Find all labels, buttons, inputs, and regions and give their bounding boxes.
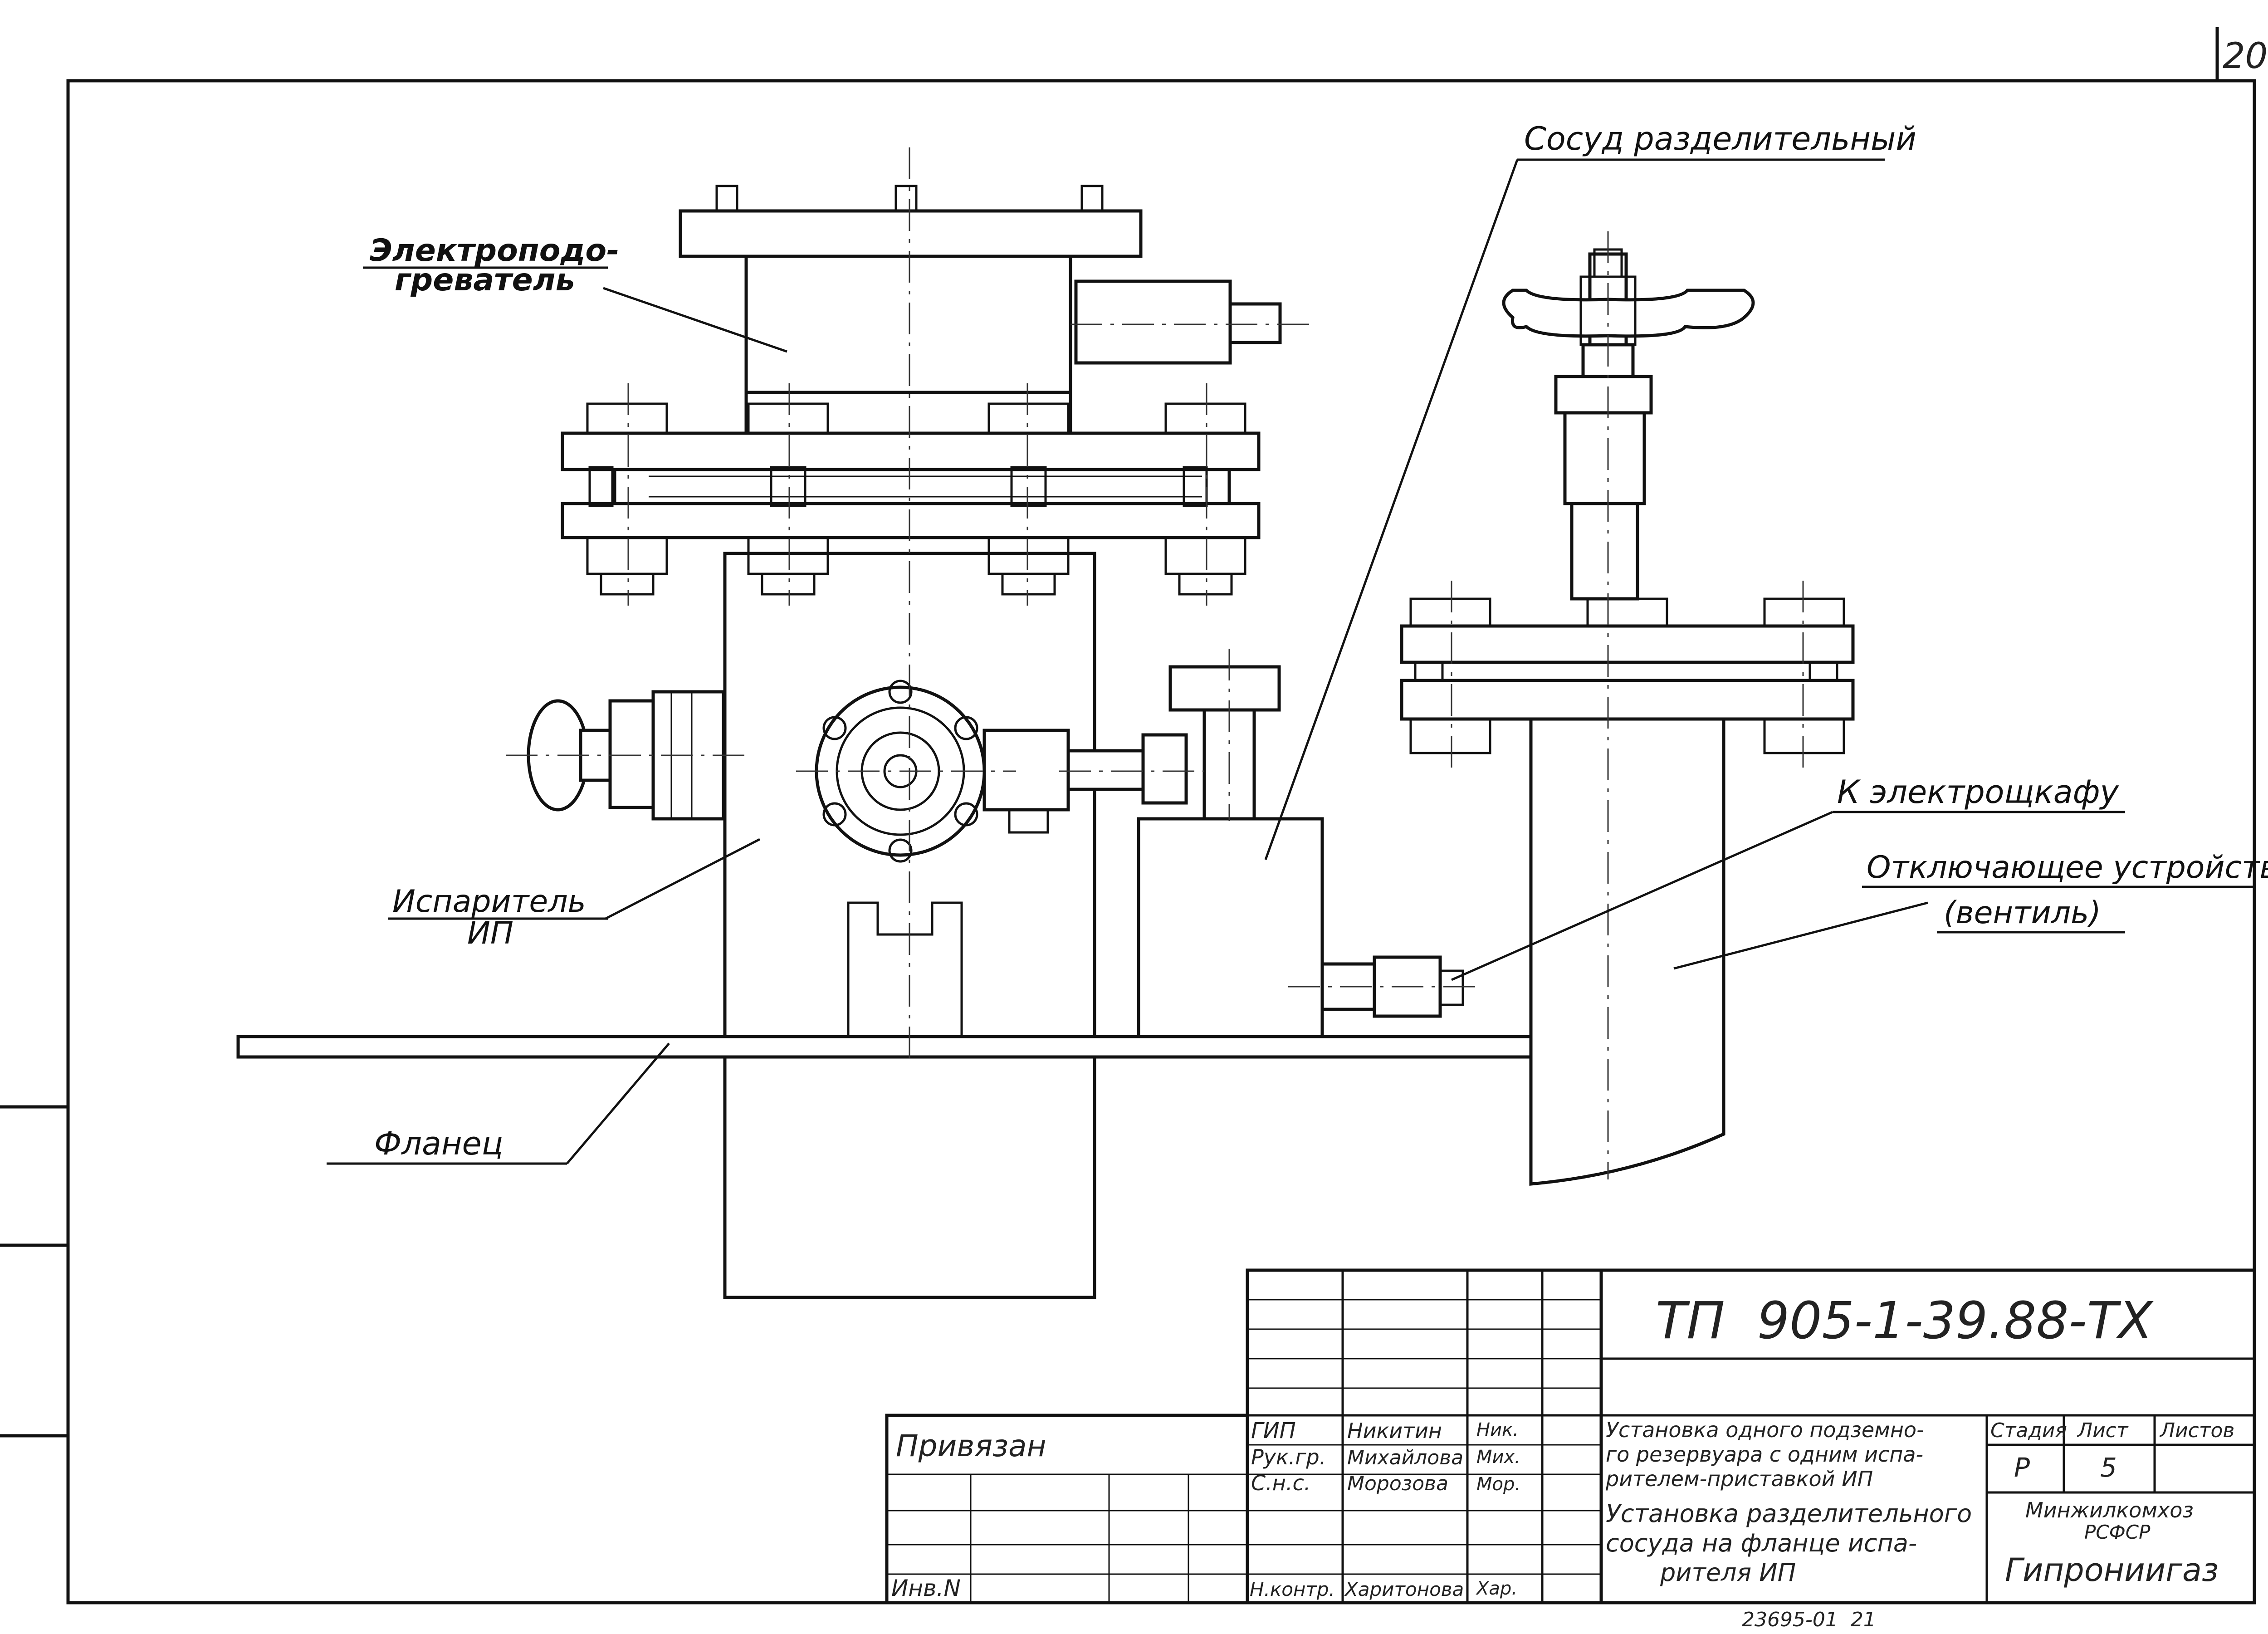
role-rukgr: Рук.гр.	[1251, 1445, 1326, 1469]
stage-value: Р	[2014, 1452, 2030, 1483]
title-block	[885, 1268, 2256, 1605]
drawing-designation: ТП 905-1-39.88-ТХ	[1656, 1292, 2154, 1350]
callout-to-cabinet-text: К электрощкафу	[1837, 773, 2119, 811]
name-gip: Никитин	[1347, 1419, 1442, 1443]
callout-vessel-text: Сосуд разделительный	[1524, 120, 1916, 157]
project-title-line3: рителем-приставкой ИП	[1605, 1467, 1873, 1491]
callout-evaporator: Испаритель ИП	[388, 838, 761, 951]
shutoff-valve	[1400, 248, 1855, 1186]
callout-heater: Электроподо- греватель	[363, 233, 787, 353]
callout-shutoff-text: Отключающее устройство	[1867, 850, 2268, 885]
callout-vessel: Сосуд разделительный	[1264, 120, 1916, 860]
name-nkontr: Харитонова	[1344, 1578, 1464, 1600]
role-sns: С.н.с.	[1251, 1471, 1310, 1495]
signature-gip: Ник.	[1476, 1419, 1519, 1440]
callout-valve-text: (вентиль)	[1944, 895, 2101, 931]
role-gip: ГИП	[1251, 1418, 1296, 1443]
signature-rukgr: Мих.	[1476, 1447, 1520, 1468]
sheets-label: Листов	[2159, 1419, 2234, 1442]
sheet-title-line2: сосуда на фланце испа-	[1606, 1529, 1917, 1557]
name-sns: Морозова	[1347, 1472, 1448, 1495]
project-title-line2: го резервуара с одним испа-	[1606, 1442, 1923, 1467]
callout-heater-line1: Электроподо-	[370, 233, 619, 269]
sheet-title-line3: рителя ИП	[1660, 1558, 1796, 1587]
inv-no-label: Инв.N	[891, 1575, 961, 1601]
bottom-bracket	[847, 901, 963, 1037]
callout-to-cabinet: К электрощкафу	[1451, 773, 2125, 981]
org-line1: Минжилкомхоз	[2025, 1498, 2194, 1522]
heater-flange-joint	[561, 402, 1261, 596]
signature-sns: Мор.	[1476, 1474, 1520, 1495]
stage-label: Стадия	[1990, 1419, 2067, 1442]
callout-flange: Фланец	[327, 1042, 670, 1165]
signature-nkontr: Хар.	[1476, 1578, 1517, 1599]
sheet-value: 5	[2100, 1452, 2117, 1483]
callout-shutoff: Отключающее устройство (вентиль)	[1673, 850, 2268, 970]
callout-evaporator-line2: ИП	[467, 915, 513, 951]
org-name: Гипрониигаз	[2005, 1551, 2219, 1589]
title-block-text: ТП 905-1-39.88-ТХ Привязан Инв.N ГИП Рук…	[891, 1292, 2234, 1631]
drawing-frame	[0, 27, 2256, 1605]
sheet-title-line1: Установка разделительного	[1606, 1499, 1972, 1528]
base-flange-plate	[236, 1035, 1569, 1059]
center-lines	[506, 147, 1804, 1179]
separating-vessel	[1137, 665, 1464, 1041]
org-line2: РСФСР	[2084, 1521, 2151, 1543]
callout-flange-text: Фланец	[374, 1125, 503, 1162]
sheet-label: Лист	[2077, 1419, 2129, 1442]
archive-number: 23695-01 21	[1742, 1608, 1876, 1631]
privyazan-label: Привязан	[896, 1429, 1046, 1463]
name-rukgr: Михайлова	[1347, 1446, 1463, 1469]
project-title-line1: Установка одного подземно-	[1606, 1418, 1924, 1442]
callout-evaporator-line1: Испаритель	[392, 884, 586, 920]
role-nkontr: Н.контр.	[1250, 1578, 1335, 1600]
page-number: 20	[2223, 36, 2268, 77]
